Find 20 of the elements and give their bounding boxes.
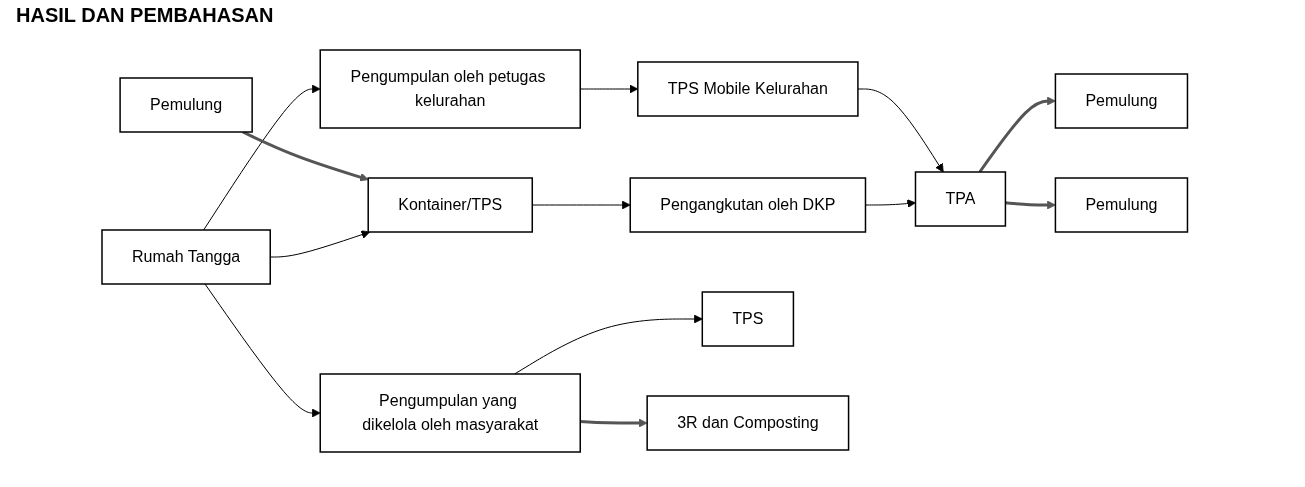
title: HASIL DAN PEMBAHASAN [16,4,275,27]
node-box: Pemulung [1054,177,1189,233]
node-box: Pengangkutan oleh DKP [629,177,867,233]
node-box: 3R dan Composting [646,395,850,451]
arrow [532,200,631,210]
node-box: Pengumpulan oleh petugas kelurahan [319,49,582,129]
arrow [514,314,703,375]
arrow [580,84,639,94]
node-box: Pemulung [1054,73,1189,129]
node-box: Rumah Tangga [101,229,272,285]
arrow [270,230,371,258]
node-box: TPS Mobile Kelurahan [637,61,859,117]
arrow [203,84,321,231]
arrow [580,418,648,428]
node-box: TPS [701,291,795,347]
node-box: Pemulung [119,77,254,133]
node-box: Kontainer/TPS [367,177,534,233]
node-box: TPA [915,171,1007,227]
node-box: Pengumpulan yang dikelola oleh masyarakat [319,373,582,453]
arrow [204,283,321,418]
